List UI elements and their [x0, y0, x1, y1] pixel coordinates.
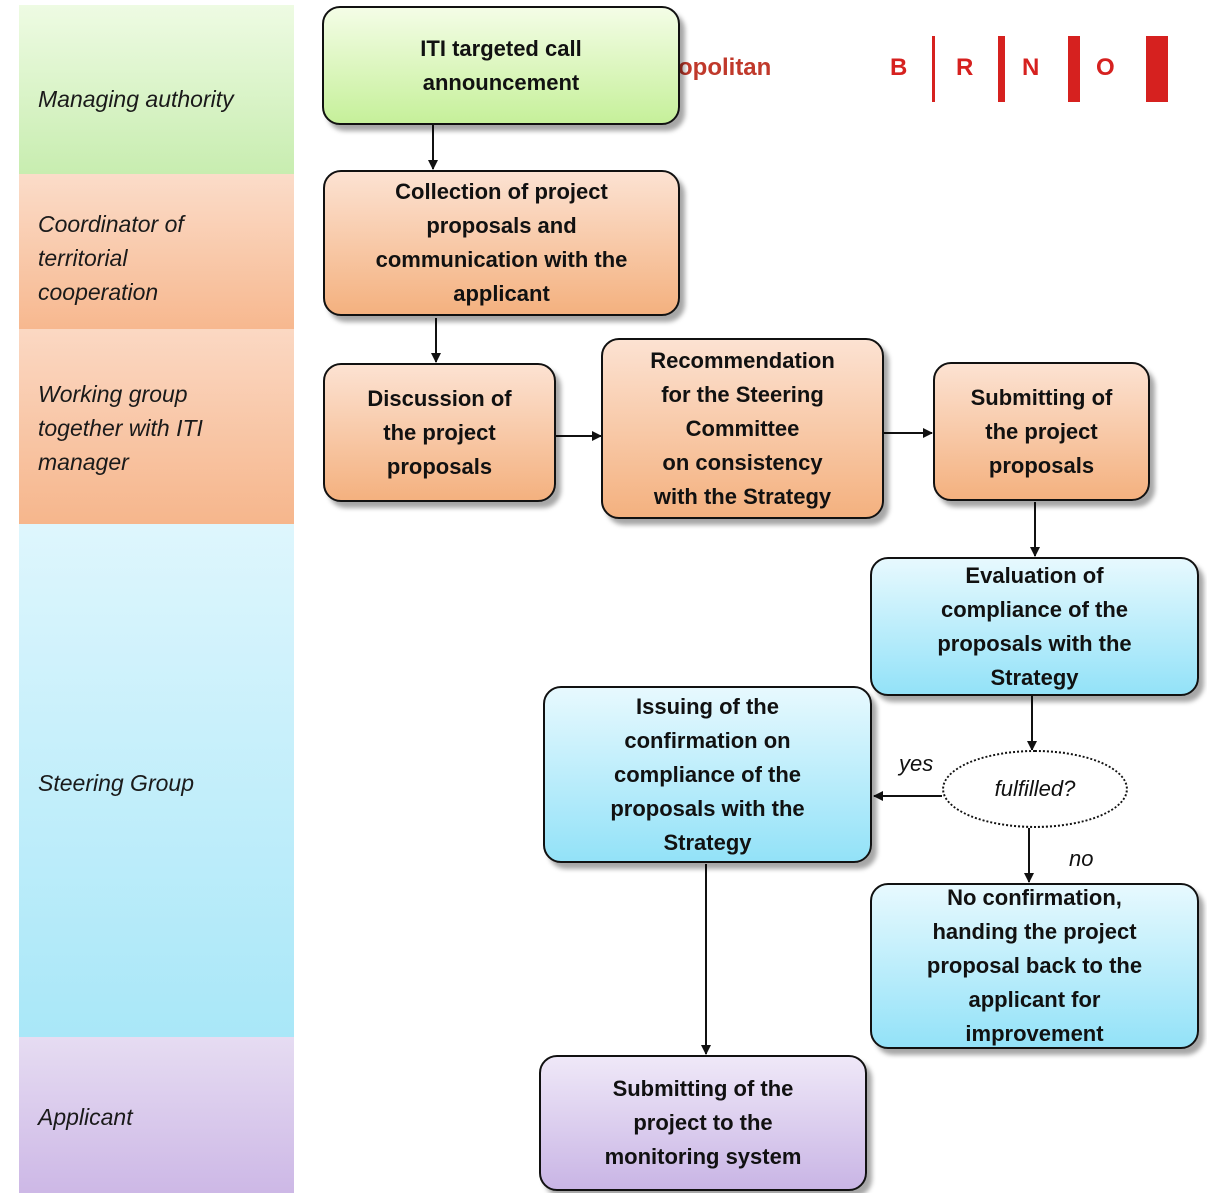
brno-divider-1: [932, 36, 935, 102]
lane-label-steering-group: Steering Group: [38, 770, 194, 796]
lane-coordinator: [19, 174, 294, 329]
lane-label-applicant: Applicant: [38, 1104, 133, 1130]
lane-label-coordinator: Coordinator of territorial cooperation: [38, 211, 184, 305]
node-evaluation: Evaluation of compliance of the proposal…: [870, 557, 1199, 696]
brno-logo: B R N O: [888, 34, 1170, 104]
brno-divider-4: [1146, 36, 1168, 102]
brno-letter-n: N: [1022, 54, 1040, 81]
edge-label-yes: yes: [899, 751, 934, 776]
node-recommendation: Recommendation for the Steering Committe…: [601, 338, 884, 519]
node-collection: Collection of project proposals and comm…: [323, 170, 680, 316]
lane-label-managing-authority: Managing authority: [38, 86, 234, 112]
brno-divider-2: [998, 36, 1005, 102]
node-discussion: Discussion of the project proposals: [323, 363, 556, 502]
lane-steering-group: [19, 524, 294, 1037]
brno-divider-3: [1068, 36, 1080, 102]
lane-label-working-group: Working group together with ITI manager: [38, 381, 203, 475]
brno-letter-b: B: [890, 54, 908, 81]
lane-managing-authority: [19, 5, 294, 174]
node-call-announcement: ITI targeted call announcement: [322, 6, 680, 125]
lane-applicant: [19, 1037, 294, 1193]
node-submitting-proposals: Submitting of the project proposals: [933, 362, 1150, 501]
edge-label-no: no: [1069, 846, 1094, 871]
node-no-confirmation: No confirmation, handing the project pro…: [870, 883, 1199, 1049]
brno-letter-o: O: [1096, 54, 1115, 81]
decision-fulfilled: fulfilled?: [942, 750, 1128, 828]
lane-working-group: [19, 329, 294, 524]
node-issuing-confirmation: Issuing of the confirmation on complianc…: [543, 686, 872, 863]
node-submitting-project: Submitting of the project to the monitor…: [539, 1055, 867, 1191]
brno-letter-r: R: [956, 54, 974, 81]
metropolitan-logo-fragment: opolitan: [678, 54, 772, 81]
